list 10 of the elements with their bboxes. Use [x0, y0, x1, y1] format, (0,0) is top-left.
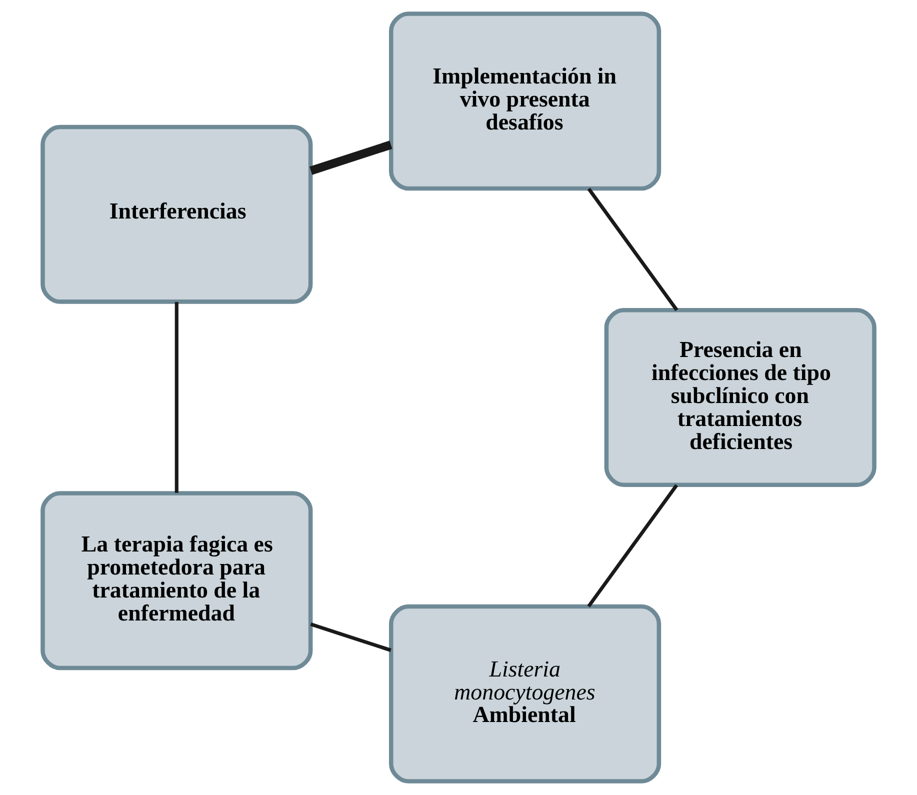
connector [174, 302, 178, 493]
node-box: Listeria monocytogenes Ambiental [388, 604, 662, 784]
node-box: Interferencias [40, 124, 313, 304]
connector [310, 140, 392, 175]
connector [587, 188, 678, 312]
connector [310, 622, 392, 652]
node-box: Implementación in vivo presenta desafíos [388, 12, 662, 191]
node-box: La terapia fagica es prometedora para tratamiento de la enfermedad [40, 491, 313, 670]
node-box: Presencia en infecciones de tipo subclínico con tratamientos deficientes [604, 308, 876, 487]
connector [587, 484, 678, 608]
